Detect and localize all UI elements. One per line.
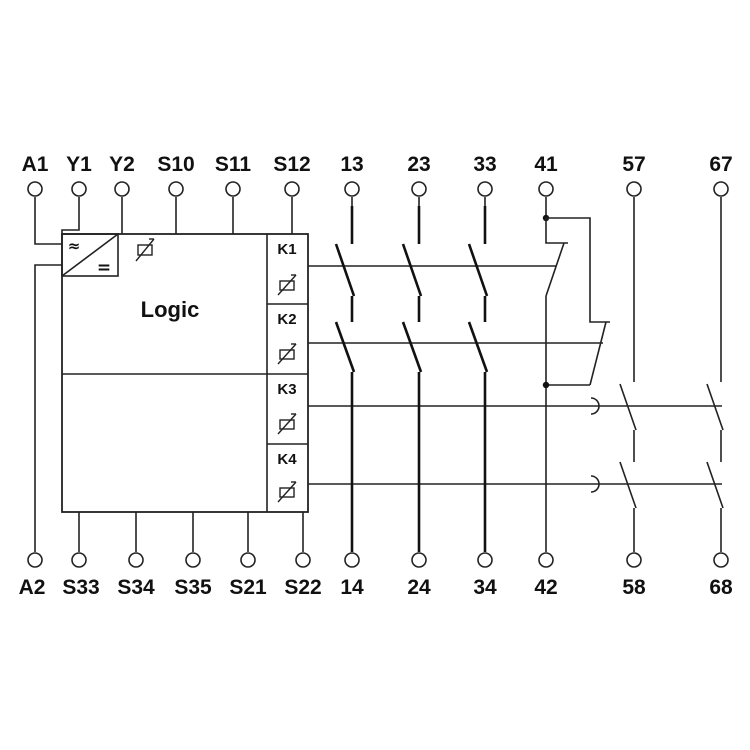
relay-coil-icon-k4 [277, 481, 297, 503]
terminal-label-a2: A2 [19, 576, 46, 599]
relay-coil-icon-k2 [277, 343, 297, 365]
terminal-a2 [27, 552, 43, 568]
logic-label: Logic [141, 297, 200, 322]
auxiliary-contact-path-41-42 [542, 197, 610, 552]
terminal-y2 [114, 181, 130, 197]
logic-module-outline [61, 233, 309, 513]
terminal-13 [344, 181, 360, 197]
terminal-label-67: 67 [709, 153, 732, 176]
terminal-s12 [284, 181, 300, 197]
k2-nc-blade [589, 321, 607, 386]
relay-label-k2: K2 [277, 311, 296, 328]
power-converter-box [61, 233, 119, 277]
terminal-y1 [71, 181, 87, 197]
terminal-label-s34: S34 [117, 576, 155, 599]
k1-nc-contact-a [545, 218, 568, 244]
terminal-s35 [185, 552, 201, 568]
terminal-42 [538, 552, 554, 568]
k4-mechanical-link [590, 475, 600, 493]
bottom-terminal-labels: A2 S33 S34 S35 S21 S22 14 24 34 42 58 68 [19, 576, 733, 599]
contact-path-57-58 [619, 197, 637, 552]
terminal-label-s21: S21 [229, 576, 267, 599]
relay-coil-icon-k3 [277, 413, 297, 435]
terminal-23 [411, 181, 427, 197]
dc-symbol: = [97, 258, 111, 278]
terminal-s34 [128, 552, 144, 568]
terminal-68 [713, 552, 729, 568]
terminal-label-58: 58 [622, 576, 646, 599]
k1-nc-blade [545, 242, 565, 297]
terminal-s11 [225, 181, 241, 197]
terminal-label-42: 42 [534, 576, 557, 599]
terminal-33 [477, 181, 493, 197]
power-converter: ≈ = [61, 233, 119, 278]
terminal-label-a1: A1 [22, 153, 49, 176]
terminal-label-y2: Y2 [109, 153, 135, 176]
top-terminal-labels: A1 Y1 Y2 S10 S11 S12 13 23 33 41 57 67 [22, 153, 733, 176]
terminal-label-y1: Y1 [66, 153, 92, 176]
terminal-label-s10: S10 [157, 153, 194, 176]
relay-label-k4: K4 [277, 451, 297, 468]
terminal-label-41: 41 [534, 153, 558, 176]
terminal-label-14: 14 [340, 576, 364, 599]
wire-a2 [34, 264, 62, 552]
terminal-label-13: 13 [340, 153, 363, 176]
bottom-terminals [27, 552, 729, 568]
terminal-a1 [27, 181, 43, 197]
logic-module: Logic ≈ = K1 K2 K3 K4 [61, 233, 309, 513]
terminal-57 [626, 181, 642, 197]
junction-dot-42 [542, 381, 550, 389]
terminal-41 [538, 181, 554, 197]
relay-label-k3: K3 [277, 381, 296, 398]
relay-actuation-lines [308, 265, 722, 493]
terminal-label-s11: S11 [215, 153, 252, 176]
terminal-label-57: 57 [622, 153, 645, 176]
terminal-label-s12: S12 [273, 153, 310, 176]
terminal-s33 [71, 552, 87, 568]
terminal-34 [477, 552, 493, 568]
terminal-label-s22: S22 [284, 576, 321, 599]
contact-path-67-68 [706, 197, 724, 552]
terminal-label-34: 34 [473, 576, 497, 599]
relay-label-k1: K1 [277, 241, 296, 258]
safety-contact-path-33-34 [467, 197, 489, 552]
wire-a1 [34, 197, 62, 245]
ac-symbol: ≈ [68, 237, 81, 255]
terminal-24 [411, 552, 427, 568]
relay-coil-icon-k1 [277, 274, 297, 296]
power-converter-diagonal [61, 233, 119, 277]
terminal-label-s33: S33 [62, 576, 99, 599]
protection-icon [135, 238, 155, 262]
safety-contact-path-13-14 [334, 197, 356, 552]
terminal-label-24: 24 [407, 576, 431, 599]
terminal-58 [626, 552, 642, 568]
input-wiring-top [34, 197, 293, 245]
safety-contact-path-23-24 [401, 197, 423, 552]
top-terminals [27, 181, 729, 197]
wire-y1 [61, 197, 80, 234]
terminal-14 [344, 552, 360, 568]
k2-nc-contact-a [546, 217, 610, 323]
terminal-s22 [295, 552, 311, 568]
terminal-label-s35: S35 [174, 576, 212, 599]
terminal-label-68: 68 [709, 576, 733, 599]
terminal-label-23: 23 [407, 153, 430, 176]
k3-mechanical-link [590, 397, 600, 415]
terminal-s21 [240, 552, 256, 568]
terminal-label-33: 33 [473, 153, 496, 176]
terminal-s10 [168, 181, 184, 197]
terminal-67 [713, 181, 729, 197]
input-wiring-bottom [34, 264, 304, 552]
